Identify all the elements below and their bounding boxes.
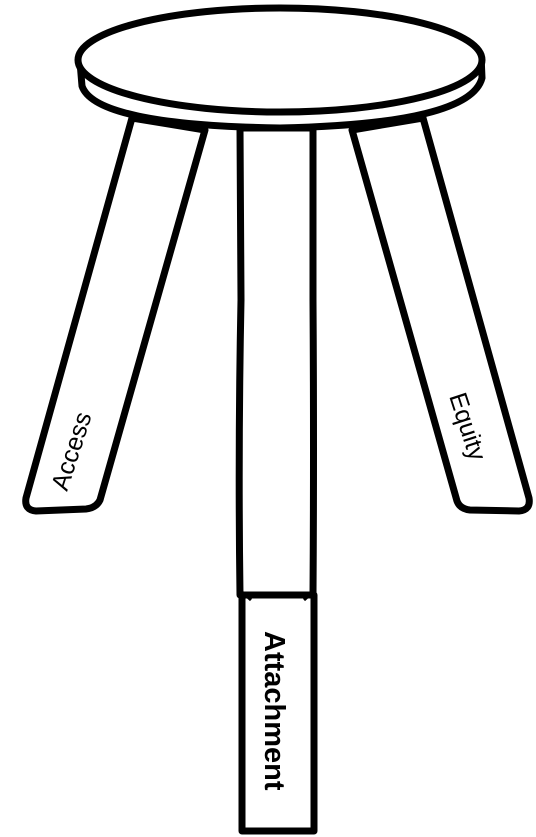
left-leg-shape xyxy=(22,114,209,515)
center-leg-upper xyxy=(235,124,317,599)
seat-top xyxy=(74,4,486,116)
center-leg xyxy=(235,124,318,835)
right-leg-shape xyxy=(348,114,533,515)
left-leg xyxy=(22,114,209,515)
attachment-label: Attachment xyxy=(258,631,290,791)
right-leg xyxy=(348,114,533,515)
center-leg-joint-mark-left xyxy=(241,590,252,602)
center-leg-joint-mark-right xyxy=(303,590,314,602)
center-leg-lower xyxy=(238,591,318,835)
stool-seat xyxy=(74,4,486,132)
